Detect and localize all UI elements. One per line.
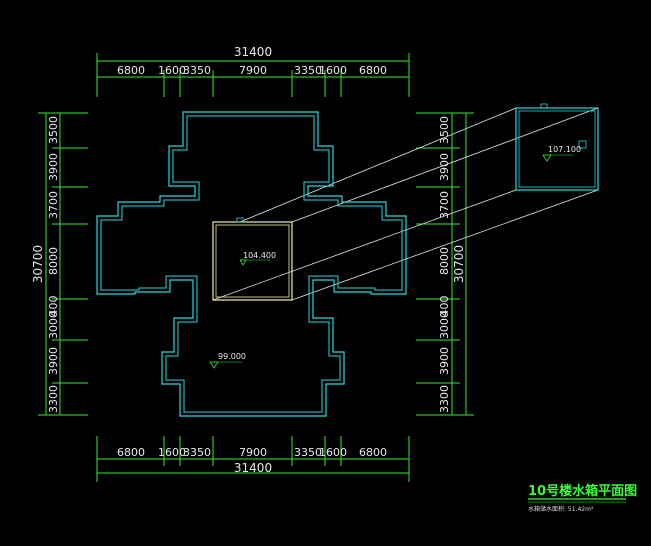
dim-right-1: 3500 xyxy=(438,116,451,144)
tank-inner xyxy=(215,224,290,298)
dim-top-5: 3350 xyxy=(294,64,322,77)
dim-top-1: 6800 xyxy=(117,64,145,77)
dimension-text-right: 30700 3500 3900 3700 8000 3000 400 3900 … xyxy=(438,116,466,413)
dimension-text-top: 31400 6800 1600 3350 7900 3350 1600 6800 xyxy=(117,45,387,77)
dim-left-total: 30700 xyxy=(31,245,45,283)
water-tank: 104.400 xyxy=(212,217,293,301)
dim-bottom-2: 1600 xyxy=(158,446,186,459)
dim-left-1: 3500 xyxy=(47,116,60,144)
dim-top-7: 6800 xyxy=(359,64,387,77)
dim-bottom-6: 1600 xyxy=(319,446,347,459)
dim-bottom-3: 3350 xyxy=(183,446,211,459)
elevation-detail: 107.100 xyxy=(548,145,581,154)
tank-detail-view: 107.100 xyxy=(515,103,599,191)
projection-lines xyxy=(212,107,599,301)
dim-right-2: 3900 xyxy=(438,153,451,181)
dim-bottom-4: 7900 xyxy=(239,446,267,459)
dim-left-4: 8000 xyxy=(47,247,60,275)
dim-left-8: 3300 xyxy=(47,385,60,413)
elevation-floor: 99.000 xyxy=(218,352,246,361)
outer-wall xyxy=(96,111,407,417)
elevation-tank-marker xyxy=(239,259,247,266)
dim-bottom-total: 31400 xyxy=(234,461,272,475)
dim-top-6: 1600 xyxy=(319,64,347,77)
dim-left-2: 3900 xyxy=(47,153,60,181)
dim-right-6: 400 xyxy=(438,296,451,317)
dim-top-3: 3350 xyxy=(183,64,211,77)
dim-bottom-5: 3350 xyxy=(294,446,322,459)
dimension-text-bottom: 6800 1600 3350 7900 3350 1600 6800 31400 xyxy=(117,446,387,475)
dim-right-total: 30700 xyxy=(452,245,466,283)
dim-bottom-1: 6800 xyxy=(117,446,145,459)
dim-left-5: 3000 xyxy=(47,311,60,339)
detail-hatch xyxy=(540,103,548,109)
floor-elevation: 99.000 xyxy=(209,352,246,369)
dim-right-7: 3900 xyxy=(438,347,451,375)
dim-left-6: 400 xyxy=(47,296,60,317)
dim-right-5: 3000 xyxy=(438,311,451,339)
detail-inner xyxy=(518,110,596,188)
drawing-note: 水箱储水面积: 51.42m² xyxy=(528,505,594,513)
dim-right-8: 3300 xyxy=(438,385,451,413)
tank-outer xyxy=(212,221,293,301)
dim-top-total: 31400 xyxy=(234,45,272,59)
inner-wall xyxy=(100,115,403,413)
detail-vent xyxy=(578,140,587,149)
dimension-text-left: 30700 3500 3900 3700 8000 3000 400 3900 … xyxy=(31,116,60,413)
dim-top-4: 7900 xyxy=(239,64,267,77)
elevation-detail-marker xyxy=(542,154,552,162)
dim-top-2: 1600 xyxy=(158,64,186,77)
elevation-floor-marker xyxy=(209,361,219,369)
dim-left-7: 3900 xyxy=(47,347,60,375)
building-outline xyxy=(96,111,407,417)
tank-hatch xyxy=(236,217,244,223)
dim-right-4: 8000 xyxy=(438,247,451,275)
drawing-title: 10号楼水箱平面图 xyxy=(528,483,637,499)
dim-right-3: 3700 xyxy=(438,191,451,219)
dimension-lines xyxy=(38,53,474,482)
detail-outer xyxy=(515,107,599,191)
dim-left-3: 3700 xyxy=(47,191,60,219)
elevation-tank: 104.400 xyxy=(243,251,276,260)
title-block: 10号楼水箱平面图 水箱储水面积: 51.42m² xyxy=(528,483,637,513)
dim-bottom-7: 6800 xyxy=(359,446,387,459)
